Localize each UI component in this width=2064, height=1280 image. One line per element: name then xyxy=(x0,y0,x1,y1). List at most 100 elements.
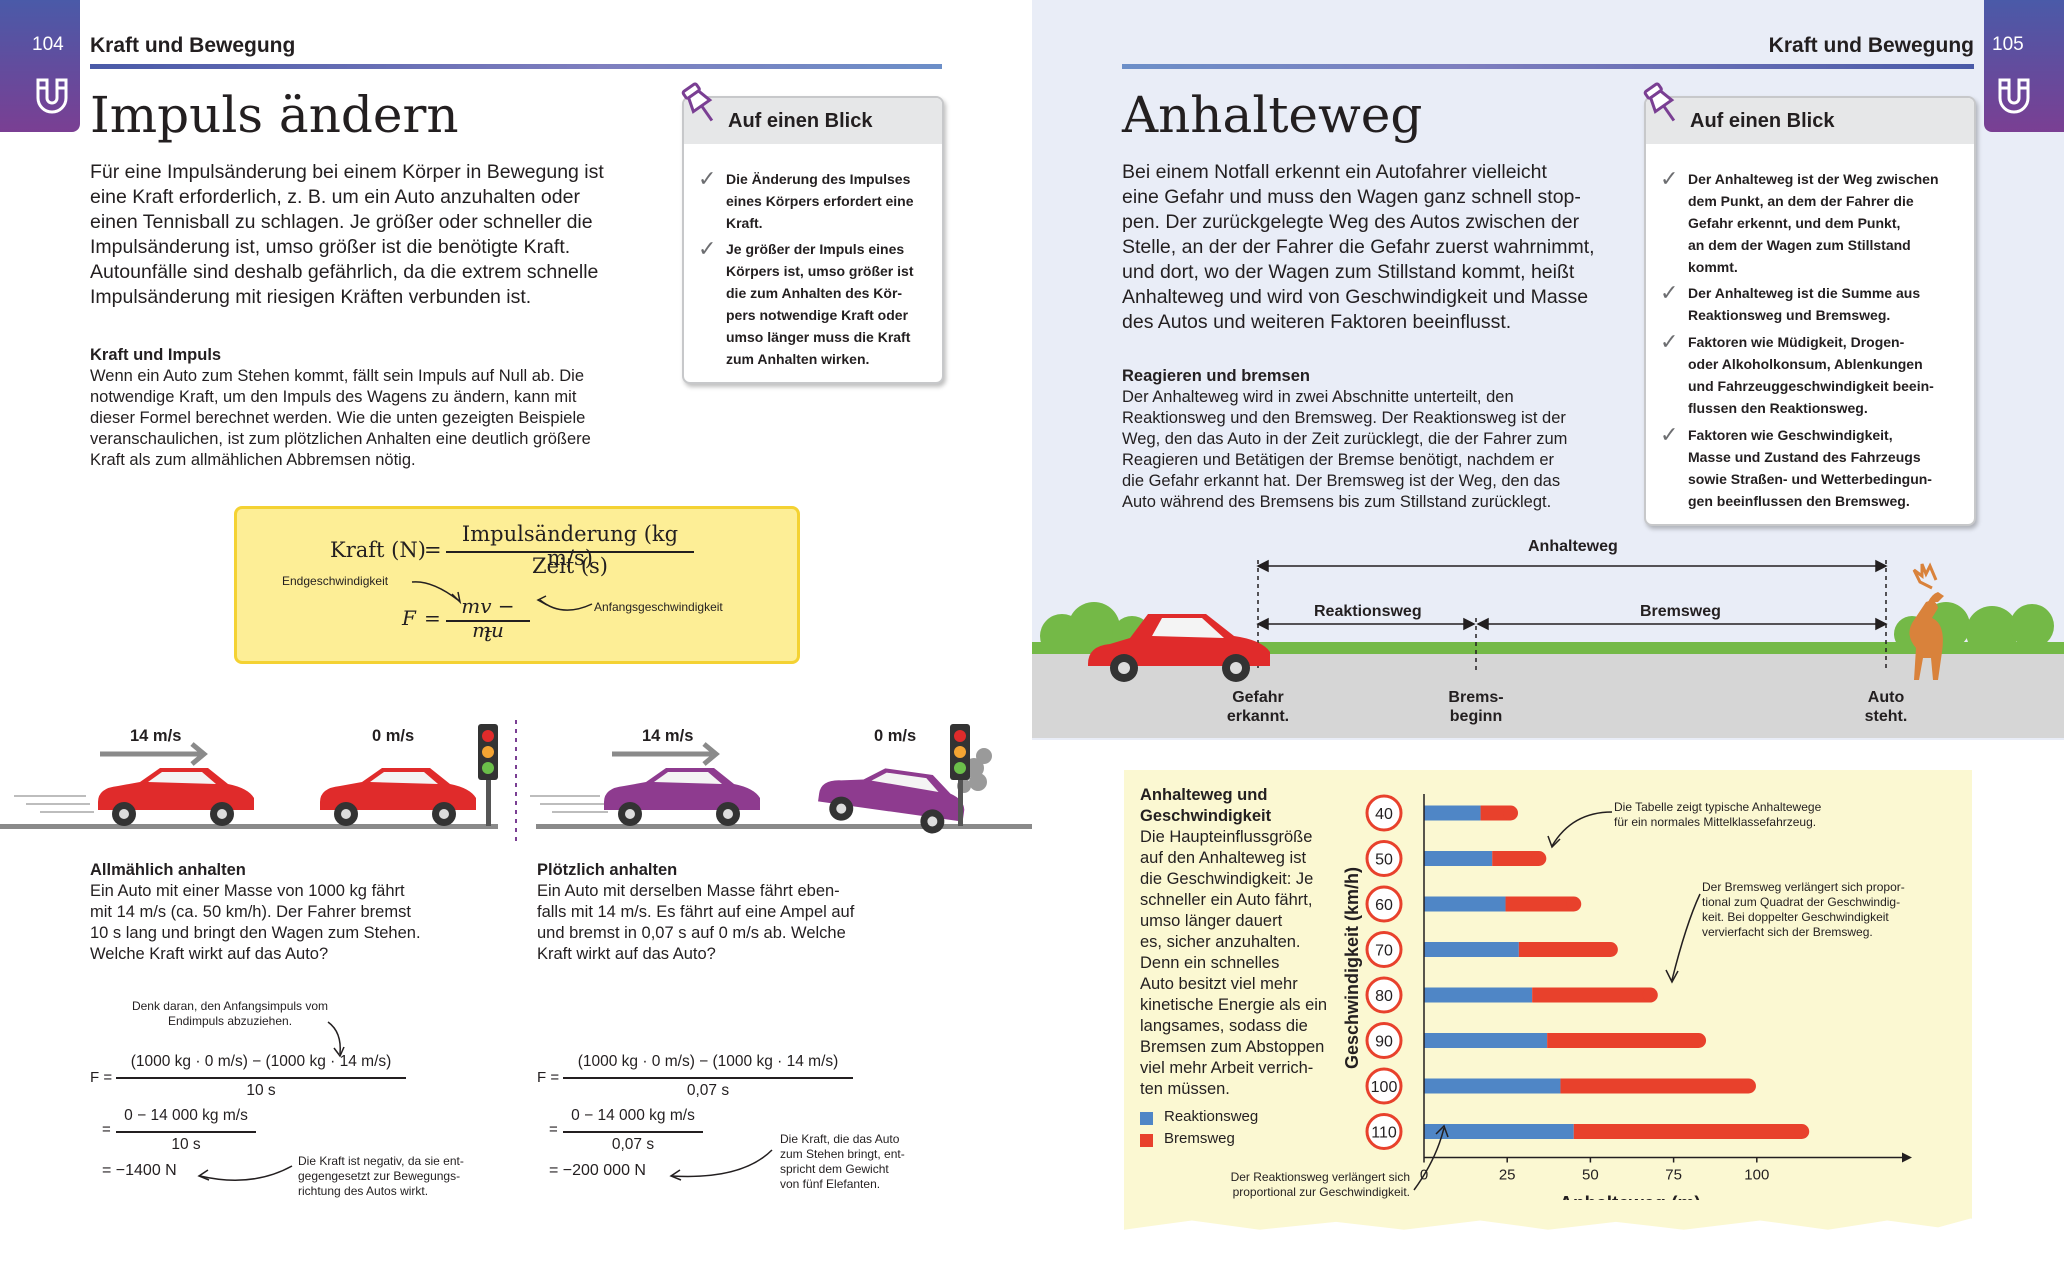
label-line: erkannt. xyxy=(1226,708,1290,725)
note-line: Die Tabelle zeigt typische Anhaltewege xyxy=(1614,800,1822,814)
glance-item: ✓ Faktoren wie Müdigkeit, Drogen- oder A… xyxy=(1660,329,1968,419)
car-red xyxy=(1088,614,1270,682)
body-line: Der Anhalteweg wird in zwei Abschnitte u… xyxy=(1122,388,1514,406)
body-line: Kraft als zum allmählichen Abbremsen nöt… xyxy=(90,451,416,469)
lead-text-left: Für eine Impulsänderung bei einem Körper… xyxy=(90,160,650,310)
bar-bremsweg xyxy=(1492,851,1539,866)
body-line: Welche Kraft wirkt auf das Auto? xyxy=(90,945,329,963)
legend-swatch xyxy=(1140,1112,1153,1125)
body-line: es, sicher anzuhalten. xyxy=(1140,933,1301,951)
body-line: Reaktionsweg und den Bremsweg. Der Reakt… xyxy=(1122,409,1566,427)
body-line: die Geschwindigkeit: Je xyxy=(1140,870,1314,888)
formula-equals-2: = xyxy=(424,606,441,630)
magnet-icon xyxy=(36,78,68,114)
example-title-sudden: Plötzlich anhalten xyxy=(537,861,678,879)
chart-side-text: Die Haupteinflussgröße auf den Anhaltewe… xyxy=(1140,827,1340,1100)
glance-line: kommt. xyxy=(1688,259,1738,275)
formula-equals: = xyxy=(424,538,442,562)
lead-line: Für eine Impulsänderung bei einem Körper… xyxy=(90,161,604,183)
body-line: kinetische Energie als ein xyxy=(1140,996,1328,1014)
speed-end-gradual: 0 m/s xyxy=(372,727,415,745)
glance-line: Je größer der Impuls eines xyxy=(726,241,905,257)
bar-bremsweg xyxy=(1505,896,1574,912)
bar-reaktionsweg xyxy=(1424,896,1506,912)
body-line: mit 14 m/s (ca. 50 km/h). Der Fahrer bre… xyxy=(90,903,411,921)
legend-swatch xyxy=(1140,1134,1153,1147)
body-line: veranschaulichen, ist zum plötzlichen An… xyxy=(90,430,591,448)
page-tab-right: 105 xyxy=(1984,0,2064,132)
checkmark-icon: ✓ xyxy=(1660,422,1679,447)
fraction-bar xyxy=(563,1077,853,1079)
label-reaktionsweg: Reaktionsweg xyxy=(1314,603,1422,620)
body-line: notwendige Kraft, um den Impuls des Wage… xyxy=(90,388,577,406)
running-head-left: Kraft und Bewegung xyxy=(90,34,296,57)
body-line: Kraft wirkt auf das Auto? xyxy=(537,945,716,963)
body-line: umso länger dauert xyxy=(1140,912,1283,930)
section-title-right: Reagieren und bremsen xyxy=(1122,367,1310,385)
speed-sign xyxy=(1365,1022,1403,1059)
calc-eq-sudden: = xyxy=(549,1121,558,1138)
section-title-left: Kraft und Impuls xyxy=(90,346,222,364)
page-number-left: 104 xyxy=(32,34,64,55)
bar-bremsweg xyxy=(1518,942,1611,957)
label-start-velocity: Anfangsgeschwindigkeit xyxy=(594,600,723,614)
note-line: zum Stehen bringt, ent- xyxy=(780,1147,905,1161)
note-line: von fünf Elefanten. xyxy=(780,1177,881,1191)
note-arrow xyxy=(197,1165,293,1181)
note-negative: Die Kraft ist negativ, da sie ent- gegen… xyxy=(298,1154,498,1199)
bar-bremsweg xyxy=(1573,1124,1802,1139)
glance-item: ✓ Je größer der Impuls eines Körpers ist… xyxy=(698,236,936,370)
y-axis-label: Geschwindigkeit (km/h) xyxy=(1342,867,1362,1069)
calc-eq-gradual: = xyxy=(102,1121,111,1138)
label-line: Auto xyxy=(1867,689,1905,706)
note-arrow xyxy=(669,1149,773,1181)
body-line: dieser Formel berechnet werden. Wie die … xyxy=(90,409,586,427)
fraction-bar xyxy=(116,1131,256,1133)
calc-f-gradual: F = xyxy=(90,1069,113,1086)
glance-line: sowie Straßen- und Wetterbedingun- xyxy=(1688,471,1932,487)
body-line: die Gefahr erkannt hat. Der Bremsweg ist… xyxy=(1122,472,1561,490)
glance-line: Körpers ist, umso größer ist xyxy=(726,263,914,279)
bar-bremsweg xyxy=(1480,805,1511,821)
category-label: 60 xyxy=(1375,897,1393,914)
label-line: steht. xyxy=(1864,708,1908,725)
glance-line: pers notwendige Kraft oder xyxy=(726,307,909,323)
category-label: 90 xyxy=(1375,1034,1393,1051)
checkmark-icon: ✓ xyxy=(1660,329,1679,354)
example-title-gradual: Allmählich anhalten xyxy=(90,861,246,879)
note-line: Der Bremsweg verlängert sich propor- xyxy=(1702,880,1905,894)
fraction-bar xyxy=(446,551,694,553)
glance-line: die zum Anhalten des Kör- xyxy=(726,285,903,301)
category-label: 50 xyxy=(1375,852,1393,869)
bar-reaktionsweg xyxy=(1424,851,1493,866)
fraction-bar xyxy=(446,620,530,622)
note-line: vervierfacht sich der Bremsweg. xyxy=(1702,925,1873,939)
body-line: Die Haupteinflussgröße xyxy=(1140,828,1313,846)
bar-reaktionsweg xyxy=(1424,1078,1561,1094)
glance-line: Kraft. xyxy=(726,215,763,231)
lead-line: pen. Der zurückgelegte Weg des Autos zwi… xyxy=(1122,211,1580,233)
lead-line: Impulsänderung mit riesigen Kräften verb… xyxy=(90,286,532,308)
pushpin-icon xyxy=(681,82,714,122)
formula-denominator: Zeit (s) xyxy=(531,554,608,578)
glance-line: dem Punkt, an dem der Fahrer die xyxy=(1688,193,1914,209)
page-number-right: 105 xyxy=(1992,34,2024,55)
calc-den2-sudden: 0,07 s xyxy=(611,1136,655,1153)
glance-line: Der Anhalteweg ist die Summe aus xyxy=(1688,285,1921,301)
bar-end-cap xyxy=(1566,896,1582,912)
x-tick-label: 100 xyxy=(1744,1167,1769,1184)
x-axis-arrow xyxy=(1902,1152,1912,1163)
label-anhalteweg: Anhalteweg xyxy=(1528,538,1618,555)
note-line: tional zum Quadrat der Geschwindig- xyxy=(1702,895,1901,909)
formula-f-numerator: mv − mu xyxy=(461,594,515,642)
magnet-icon xyxy=(1998,78,2030,114)
header-rule-right xyxy=(1122,64,1974,69)
note-line: proportional zur Geschwindigkeit. xyxy=(1232,1185,1410,1199)
glance-line: Masse und Zustand des Fahrzeugs xyxy=(1688,449,1921,465)
example-text-sudden: Ein Auto mit derselben Masse fährt eben-… xyxy=(537,881,937,965)
body-line: und bremst in 0,07 s auf 0 m/s ab. Welch… xyxy=(537,924,846,942)
page-title-left: Impuls ändern xyxy=(90,86,459,144)
formula-arrows xyxy=(411,581,593,611)
bar-reaktionsweg xyxy=(1424,1124,1574,1139)
speed-sign xyxy=(1365,1067,1403,1105)
